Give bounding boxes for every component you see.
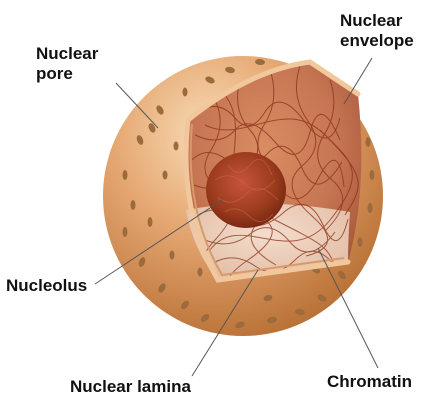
- label-nuclear-envelope: Nuclear envelope: [340, 11, 414, 51]
- nucleolus: [206, 152, 286, 228]
- label-nuclear-pore-line1: Nuclear: [36, 44, 98, 64]
- label-nuclear-pore: Nuclear pore: [36, 44, 98, 84]
- label-nuclear-pore-line2: pore: [36, 64, 98, 84]
- label-chromatin: Chromatin: [327, 372, 412, 392]
- label-nucleolus: Nucleolus: [6, 276, 87, 296]
- label-nuclear-lamina: Nuclear lamina: [70, 377, 191, 397]
- label-nuclear-envelope-line1: Nuclear: [340, 11, 414, 31]
- label-nuclear-envelope-line2: envelope: [340, 31, 414, 51]
